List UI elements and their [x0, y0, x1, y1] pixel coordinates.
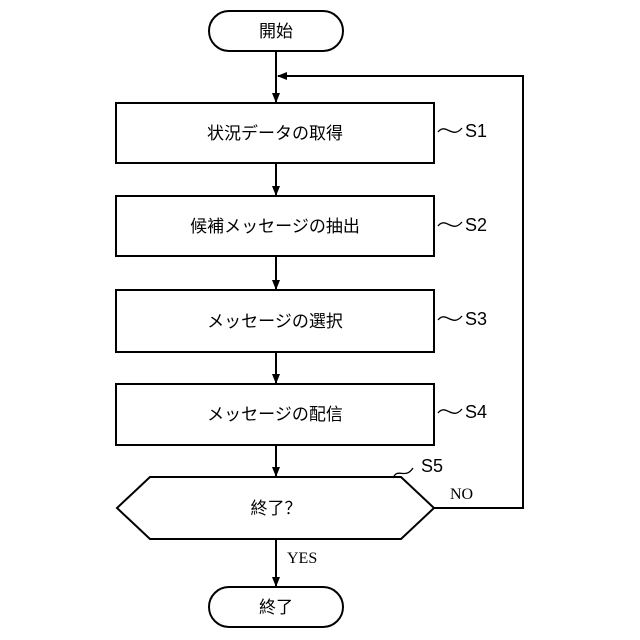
decision-s5: 終了？ S5: [117, 456, 443, 539]
step-leader-s4: [438, 409, 462, 413]
start-terminal: 開始: [209, 11, 343, 51]
process-label-s2: 候補メッセージの抽出: [190, 217, 360, 237]
step-id-s2: S2: [465, 215, 487, 235]
process-step-s1: 状況データの取得 S1: [116, 103, 487, 163]
yes-branch-label: YES: [287, 550, 317, 567]
step-id-s5: S5: [421, 456, 443, 476]
process-label-s1: 状況データの取得: [207, 123, 343, 144]
process-label-s3: メッセージの選択: [207, 312, 343, 332]
step-leader-s3: [438, 316, 462, 320]
no-branch-label: NO: [450, 486, 473, 503]
process-step-s4: メッセージの配信 S4: [116, 384, 487, 445]
start-terminal-label: 開始: [259, 22, 293, 42]
process-label-s4: メッセージの配信: [207, 405, 343, 425]
step-leader-s1: [438, 128, 462, 132]
process-step-s3: メッセージの選択 S3: [116, 290, 487, 352]
step-id-s3: S3: [465, 309, 487, 329]
step-id-s1: S1: [465, 121, 487, 141]
end-terminal-label: 終了: [259, 598, 293, 618]
step-leader-s2: [438, 222, 462, 226]
end-terminal: 終了: [209, 587, 343, 627]
process-step-s2: 候補メッセージの抽出 S2: [116, 196, 487, 256]
decision-label: 終了？: [251, 499, 302, 519]
step-id-s4: S4: [465, 402, 487, 422]
